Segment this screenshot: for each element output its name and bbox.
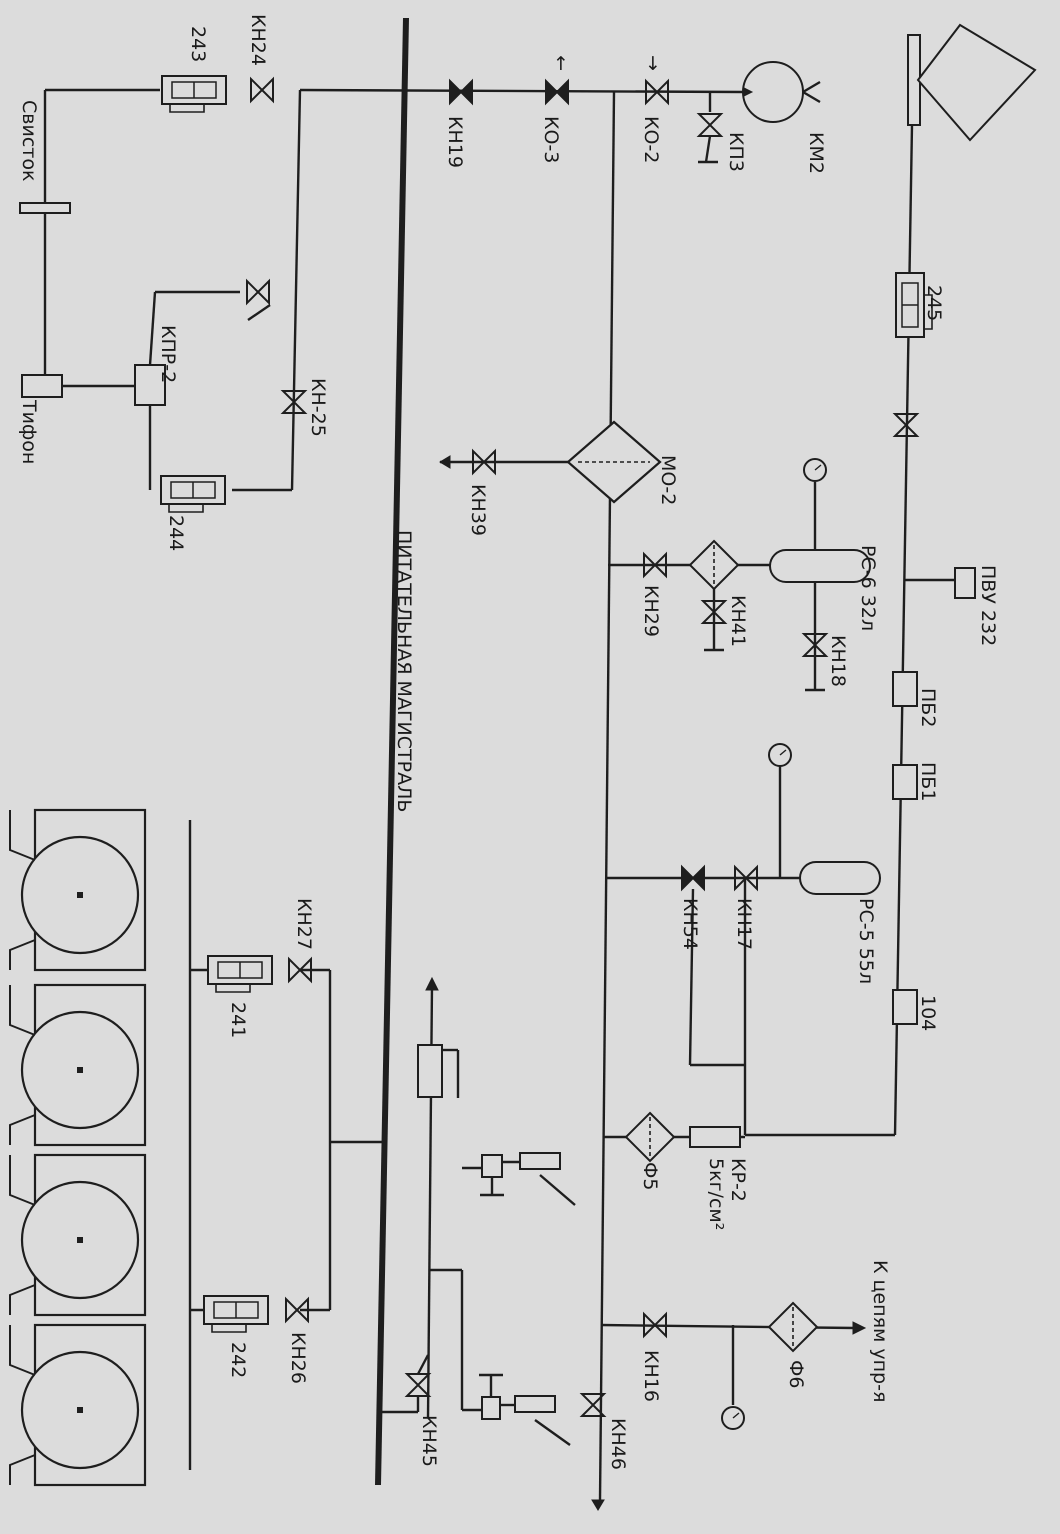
- ep-valve-244: [160, 475, 226, 513]
- check-valve-ko3: [545, 80, 569, 104]
- label-kn46: КН46: [607, 1418, 629, 1470]
- label-ko2: КО-2: [640, 116, 662, 163]
- label-rs5: РС-5 55л: [855, 898, 877, 984]
- label-pvu: ПВУ 232: [977, 565, 999, 646]
- label-kn54: КН54: [679, 898, 701, 950]
- label-kp3: КП3: [725, 132, 747, 172]
- label-kn18: КН18: [827, 635, 849, 687]
- compressor-km2: [742, 61, 821, 123]
- ep-valve-242: [203, 1295, 269, 1333]
- reservoir-rs5-branch: [606, 743, 881, 1135]
- label-kn41: КН41: [727, 595, 749, 647]
- label-kn27: КН27: [293, 898, 315, 950]
- bell-control-line: [380, 976, 576, 1446]
- whistle: [19, 202, 71, 214]
- flow-arrow-ko2: ↓: [645, 53, 661, 75]
- reservoir-rs6-branch: [608, 458, 871, 692]
- ep-valve-241: [207, 955, 273, 993]
- label-rs6: РС-6 32л: [857, 545, 879, 631]
- label-kpr2: КПР-2: [157, 325, 179, 383]
- filter-f6-branch: [600, 1302, 867, 1430]
- brake-cylinder-3: [8, 1153, 147, 1317]
- label-242: 242: [227, 1342, 249, 1378]
- label-kn24: КН24: [247, 14, 269, 66]
- label-km2: КМ2: [805, 132, 827, 174]
- label-mo2: МО-2: [657, 455, 679, 505]
- whistle-line: [43, 88, 302, 492]
- brake-cylinder-2: [8, 983, 147, 1147]
- top-air-line: [299, 88, 745, 1501]
- horn: [21, 374, 135, 398]
- label-kn26: КН26: [287, 1332, 309, 1384]
- label-kn19: КН19: [444, 116, 466, 168]
- label-241: 241: [227, 1002, 249, 1038]
- labels: ПИТАТЕЛЬНАЯ МАГИСТРАЛЬ КМ2 КП3 КО-2 КО-3…: [18, 14, 999, 1470]
- label-f5: Ф5: [639, 1162, 661, 1190]
- brake-cylinder-1: [8, 808, 147, 972]
- label-kn39: КН39: [467, 484, 489, 536]
- regulator-kpr2: [134, 280, 271, 406]
- label-244: 244: [165, 515, 187, 551]
- label-245: 245: [923, 285, 945, 321]
- brake-cylinders: [8, 808, 192, 1487]
- valve-kn19: [449, 80, 473, 104]
- label-104: 104: [917, 995, 939, 1031]
- ep-valve-243: [161, 75, 227, 113]
- label-ko3: КО-3: [540, 116, 562, 163]
- oil-separator-mo2: [439, 420, 662, 504]
- feed-trunk: [375, 17, 409, 1486]
- label-kn16: КН16: [640, 1350, 662, 1402]
- label-243: 243: [187, 26, 209, 62]
- label-kn17: КН17: [733, 898, 755, 950]
- trunk-label: ПИТАТЕЛЬНАЯ МАГИСТРАЛЬ: [393, 530, 415, 812]
- label-kn25: КН-25: [307, 378, 329, 437]
- label-kn29: КН29: [640, 585, 662, 637]
- valve-kn24: [250, 78, 274, 102]
- label-pb2: ПБ2: [917, 688, 939, 727]
- valve-kp3: [698, 92, 722, 164]
- label-to-circuits: К цепям упр-я: [869, 1260, 891, 1402]
- label-pb1: ПБ1: [917, 762, 939, 801]
- label-kr2-pressure: 5кг/см²: [705, 1158, 727, 1230]
- flow-arrow-ko3: ↑: [553, 53, 569, 75]
- brake-cylinder-line: [190, 968, 384, 1312]
- label-kn45: КН45: [418, 1415, 440, 1467]
- outlet-arrow: [591, 1499, 605, 1511]
- label-tifon: Тифон: [18, 399, 40, 464]
- label-f6: Ф6: [785, 1360, 807, 1388]
- label-kr2: КР-2: [727, 1158, 749, 1202]
- brake-cylinder-4: [8, 1323, 147, 1487]
- label-svistok: Свисток: [18, 100, 40, 181]
- filter-f5-reducer: [604, 1112, 745, 1162]
